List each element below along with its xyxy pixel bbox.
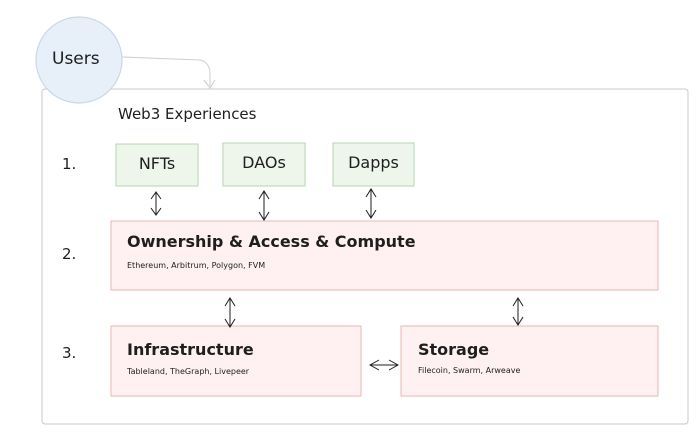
dapps-label: Dapps <box>348 153 399 172</box>
users-label: Users <box>52 49 100 69</box>
arrow-infrastructure-storage <box>368 359 400 371</box>
step-1-label: 1. <box>62 155 77 173</box>
users-connector-head <box>203 79 216 89</box>
arrow-dapps-ownership <box>365 188 377 219</box>
box-ownership <box>110 220 659 291</box>
box-storage <box>400 325 659 397</box>
ownership-title: Ownership & Access & Compute <box>127 232 416 251</box>
daos-label: DAOs <box>242 153 286 172</box>
arrow-ownership-infrastructure <box>224 297 236 328</box>
frame-title: Web3 Experiences <box>118 105 257 123</box>
arrow-nfts-ownership <box>150 191 162 216</box>
storage-title: Storage <box>418 340 490 359</box>
infrastructure-subtitle: Tableland, TheGraph, Livepeer <box>127 367 250 376</box>
box-dapps <box>332 142 415 187</box>
arrow-daos-ownership <box>258 190 270 221</box>
box-infrastructure <box>110 325 362 397</box>
nfts-label: NFTs <box>138 154 176 173</box>
ownership-subtitle: Ethereum, Arbitrum, Polygon, FVM <box>127 261 266 270</box>
box-nfts <box>115 143 199 187</box>
users-connector <box>121 56 211 86</box>
box-daos <box>222 142 306 187</box>
storage-subtitle: Filecoin, Swarm, Arweave <box>418 366 521 375</box>
users-node <box>35 16 123 104</box>
step-2-label: 2. <box>62 245 77 263</box>
arrow-ownership-storage <box>512 297 524 326</box>
step-3-label: 3. <box>62 344 77 362</box>
infrastructure-title: Infrastructure <box>127 340 254 359</box>
